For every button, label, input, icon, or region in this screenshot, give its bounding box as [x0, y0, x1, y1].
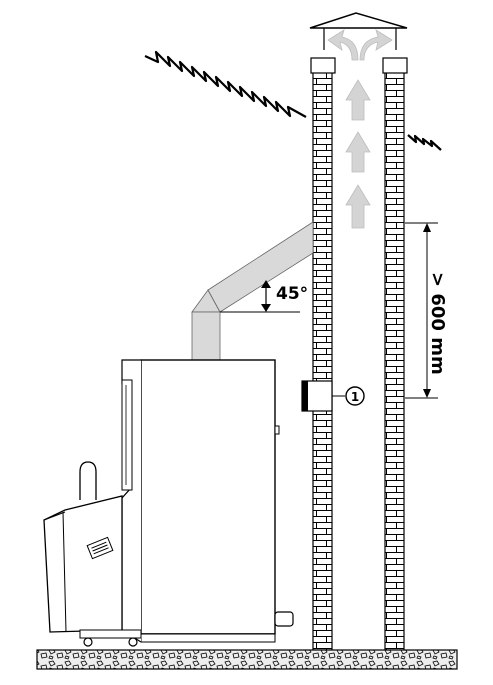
flue-duct: [191, 221, 314, 361]
stove-rear-connector: [274, 611, 294, 627]
smoke-arrow-icon: [345, 131, 371, 173]
roof-slope-right: [407, 134, 442, 151]
angle-label: 45°: [276, 284, 308, 304]
chimney-wall-left: [310, 57, 336, 651]
angle-marker: 45°: [220, 280, 308, 313]
callout-label: 1: [351, 390, 359, 404]
inspection-door: [301, 380, 333, 412]
ground-floor: [36, 649, 458, 670]
stove-base: [79, 629, 142, 639]
height-dimension: > 600 mm: [405, 222, 448, 399]
vent-grille-icon: [86, 536, 114, 560]
smoke-arrow-icon: [345, 184, 371, 229]
height-label: > 600 mm: [427, 272, 448, 375]
wheel-icon: [83, 637, 93, 647]
rain-cap: [309, 12, 408, 50]
stove-body: [140, 359, 276, 635]
stove-door-frame: [121, 379, 133, 491]
hopper-handle: [79, 461, 97, 500]
callout-1: 1: [332, 386, 365, 406]
chimney-wall-right: [382, 57, 408, 651]
hopper-box: [43, 495, 123, 633]
pellet-stove: [43, 359, 294, 647]
wheel-icon: [128, 637, 138, 647]
smoke-arrow-icon: [345, 79, 371, 121]
smoke-arrow-icon: [359, 29, 393, 61]
smoke-arrow-icon: [327, 29, 359, 61]
stove-side-knob: [274, 425, 280, 435]
roof-slope-left: [144, 50, 307, 118]
smoke-arrows: [327, 29, 393, 229]
